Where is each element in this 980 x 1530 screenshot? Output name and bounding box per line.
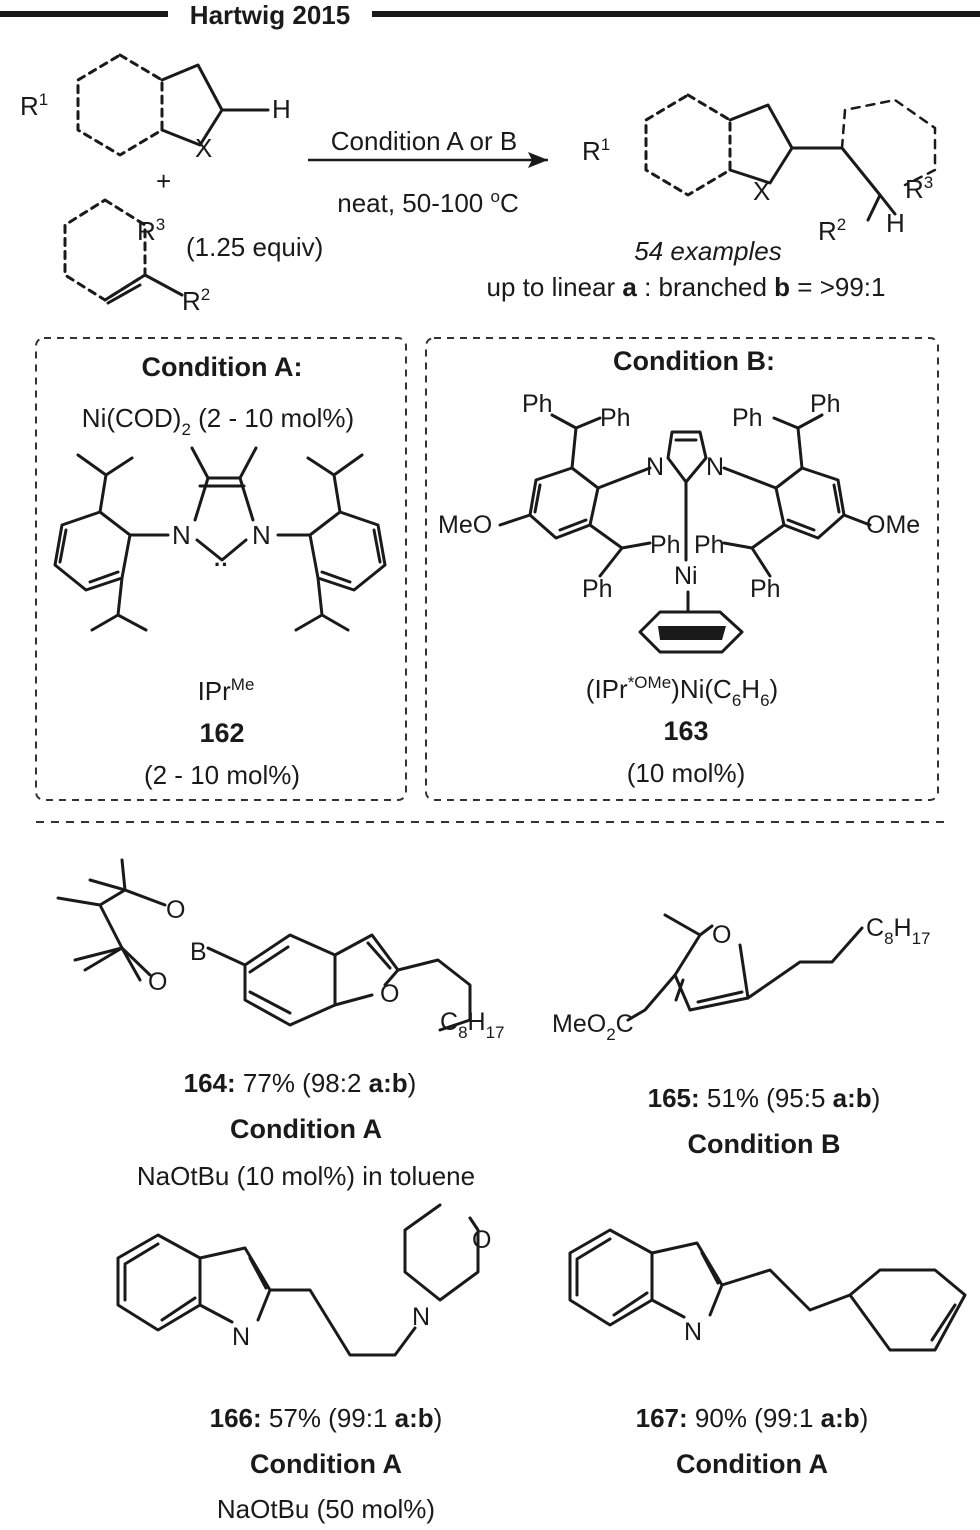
alkene-r2: R2	[182, 285, 210, 316]
atom-o-morph-166: O	[472, 1226, 491, 1254]
ph-top-right-2: Ph	[810, 390, 841, 418]
iprome-ni-structure: Ph Ph Ph Ph N N MeO OMe Ph Ph Ph Ph Ni	[438, 390, 920, 654]
reactant-heteroarene: R1 X H +	[20, 53, 291, 196]
n-right-b: N	[706, 453, 724, 481]
header-title: Hartwig 2015	[190, 0, 350, 30]
example-166-yield: 166: 57% (99:1 a:b)	[210, 1403, 443, 1433]
reactant-alkene: R3 R2 (1.25 equiv)	[63, 198, 323, 316]
example-164-yield: 164: 77% (98:2 a:b)	[184, 1068, 417, 1098]
ph-top-right-1: Ph	[732, 404, 763, 432]
condition-b-title: Condition B:	[613, 346, 775, 376]
atom-o-ring-165: O	[712, 921, 731, 949]
alkyl-165: C8H17	[866, 914, 931, 948]
structure-165: O MeO2C C8H17	[552, 913, 931, 1044]
example-166: N N O 166: 57% (99:1 a:b) Condition A Na…	[116, 1203, 491, 1524]
ph-mid-left: Ph	[650, 531, 681, 559]
atom-o-top-164: O	[166, 896, 185, 924]
example-166-condition: Condition A	[250, 1449, 402, 1479]
structure-166: N N O	[116, 1203, 491, 1357]
example-167-condition: Condition A	[676, 1449, 828, 1479]
ph-bottom-right: Ph	[750, 575, 781, 603]
reaction-arrow: Condition A or B neat, 50-100 oC	[308, 126, 548, 218]
reactant-h: H	[272, 94, 291, 124]
header: Hartwig 2015	[0, 0, 980, 30]
atom-o-bottom-164: O	[148, 968, 167, 996]
condition-a-metal: Ni(COD)2 (2 - 10 mol%)	[82, 403, 354, 439]
product-r1: R1	[582, 135, 610, 166]
reactant-x: X	[195, 133, 212, 163]
ome-label: OMe	[866, 511, 920, 539]
header-rule-right	[372, 11, 980, 17]
example-165-yield: 165: 51% (95:5 a:b)	[648, 1083, 881, 1113]
arrow-condition-bottom: neat, 50-100 oC	[337, 187, 518, 218]
example-167: N 167: 90% (99:1 a:b) Condition A	[568, 1228, 967, 1479]
example-165: O MeO2C C8H17 165: 51% (95:5 a:b) Condit…	[552, 913, 931, 1159]
example-166-note: NaOtBu (50 mol%)	[217, 1494, 435, 1524]
product-r2: R2	[818, 215, 846, 246]
iprme-n-left: N	[172, 520, 191, 550]
example-164: O O B O C8H17 164: 77% (98:2 a:b) Condit…	[56, 858, 505, 1191]
alkene-equiv: (1.25 equiv)	[186, 232, 323, 262]
selectivity-note: up to linear a : branched b = >99:1	[487, 272, 886, 302]
product: R1 X R3 R2 H 54 examples up to linear a …	[487, 93, 937, 302]
ester-165: MeO2C	[552, 1010, 634, 1044]
product-x: X	[753, 176, 770, 206]
structure-164: O O B O C8H17	[56, 858, 505, 1042]
condition-a-panel: Condition A: Ni(COD)2 (2 - 10 mol%) N N …	[35, 337, 407, 801]
atom-n-indole-167: N	[684, 1318, 702, 1346]
iprme-carbene-dots: ··	[214, 552, 229, 577]
atom-b-164: B	[190, 938, 207, 966]
meo-label: MeO	[438, 511, 492, 539]
ni-label: Ni	[674, 562, 698, 590]
example-164-condition: Condition A	[230, 1114, 382, 1144]
ph-top-left-2: Ph	[600, 404, 631, 432]
atom-o-ring-164: O	[380, 980, 399, 1008]
condition-a-title: Condition A:	[142, 352, 303, 382]
example-165-condition: Condition B	[688, 1129, 841, 1159]
complex-number: 163	[663, 716, 708, 746]
example-164-note: NaOtBu (10 mol%) in toluene	[137, 1161, 475, 1191]
atom-n-indole-166: N	[232, 1323, 250, 1351]
header-rule-left	[0, 11, 168, 17]
ligand-name: IPrMe	[198, 675, 255, 706]
iprme-structure: N N ··	[53, 446, 387, 632]
n-left-b: N	[646, 453, 664, 481]
ph-top-left-1: Ph	[522, 390, 553, 418]
alkene-r3: R3	[137, 215, 165, 246]
arrow-condition-top: Condition A or B	[331, 126, 517, 156]
ligand-number: 162	[199, 718, 244, 748]
iprme-n-right: N	[252, 520, 271, 550]
atom-n-morph-166: N	[412, 1303, 430, 1331]
plus-sign: +	[156, 166, 171, 196]
reactant-r1: R1	[20, 90, 48, 121]
ligand-loading: (2 - 10 mol%)	[144, 760, 300, 790]
ph-bottom-left: Ph	[582, 575, 613, 603]
example-167-yield: 167: 90% (99:1 a:b)	[636, 1403, 869, 1433]
complex-loading: (10 mol%)	[627, 758, 745, 788]
condition-b-panel: Condition B: Ph Ph Ph	[425, 337, 939, 801]
complex-name: (IPr*OMe)Ni(C6H6)	[586, 673, 778, 710]
structure-167: N	[568, 1228, 967, 1352]
examples-count: 54 examples	[634, 236, 781, 266]
product-h: H	[886, 208, 905, 238]
product-r3: R3	[905, 173, 933, 204]
alkyl-164: C8H17	[440, 1008, 505, 1042]
ph-mid-right: Ph	[694, 531, 725, 559]
